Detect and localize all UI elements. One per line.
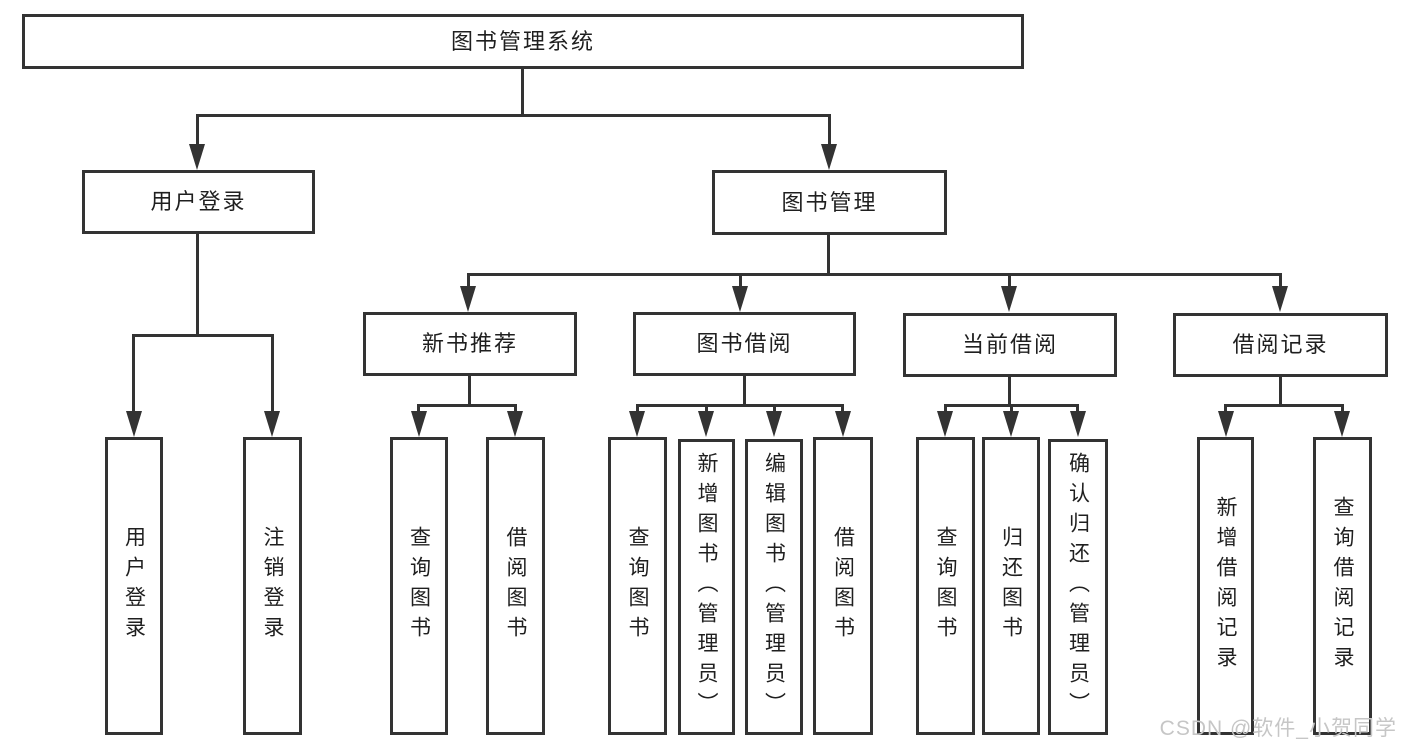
connector-line [1279, 377, 1282, 407]
connector-line [417, 404, 517, 407]
node-current-borrow-label: 当前借阅 [961, 332, 1058, 357]
leaf-current-confirm-return-admin: 确认归还（管理员） [1048, 439, 1108, 735]
leaf-recommend-borrow-books: 借阅图书 [486, 437, 545, 735]
connector-line [1010, 404, 1013, 415]
arrow-down-icon [937, 411, 953, 437]
leaf-current-return-books-label: 归还图书 [999, 526, 1023, 646]
leaf-borrow-add-books-admin: 新增图书（管理员） [678, 439, 735, 735]
node-user-login: 用户登录 [82, 170, 315, 234]
connector-line [827, 235, 830, 276]
leaf-borrow-query-books: 查询图书 [608, 437, 667, 735]
connector-line [1224, 404, 1227, 415]
arrow-down-icon [411, 411, 427, 437]
connector-line [196, 234, 199, 337]
leaf-logout: 注销登录 [243, 437, 302, 735]
arrow-down-icon [1272, 286, 1288, 312]
arrow-down-icon [126, 411, 142, 437]
leaf-records-query-record: 查询借阅记录 [1313, 437, 1372, 735]
arrow-down-icon [460, 286, 476, 312]
leaf-borrow-edit-books-admin: 编辑图书（管理员） [745, 439, 803, 735]
arrow-down-icon [1003, 411, 1019, 437]
leaf-records-query-record-label: 查询借阅记录 [1331, 496, 1354, 676]
leaf-borrow-query-books-label: 查询图书 [626, 526, 649, 646]
node-root-label: 图书管理系统 [450, 28, 595, 54]
node-book-management: 图书管理 [712, 170, 947, 235]
connector-line [271, 334, 274, 415]
connector-line [132, 334, 135, 415]
connector-line [197, 114, 831, 117]
leaf-current-return-books: 归还图书 [982, 437, 1040, 735]
connector-line [1341, 404, 1344, 415]
connector-line [417, 404, 420, 415]
arrow-down-icon [507, 411, 523, 437]
node-user-login-label: 用户登录 [150, 189, 247, 214]
leaf-borrow-add-books-admin-label: 新增图书（管理员） [695, 452, 718, 722]
leaf-records-add-record: 新增借阅记录 [1197, 437, 1254, 735]
leaf-user-login-label: 用户登录 [122, 526, 146, 646]
arrow-down-icon [1070, 411, 1086, 437]
leaf-recommend-query-books: 查询图书 [390, 437, 448, 735]
arrow-down-icon [1334, 411, 1350, 437]
leaf-borrow-borrow-books-label: 借阅图书 [831, 526, 855, 646]
arrow-down-icon [698, 411, 714, 437]
leaf-current-confirm-return-admin-label: 确认归还（管理员） [1066, 452, 1090, 722]
node-new-book-recommend: 新书推荐 [363, 312, 577, 376]
connector-line [743, 376, 746, 407]
connector-line [468, 376, 471, 407]
arrow-down-icon [629, 411, 645, 437]
leaf-user-login: 用户登录 [105, 437, 163, 735]
connector-line [1279, 273, 1282, 290]
arrow-down-icon [1218, 411, 1234, 437]
arrow-down-icon [732, 286, 748, 312]
leaf-recommend-borrow-books-label: 借阅图书 [504, 526, 527, 646]
arrow-down-icon [821, 144, 837, 170]
arrow-down-icon [1001, 286, 1017, 312]
arrow-down-icon [264, 411, 280, 437]
csdn-watermark: CSDN @软件_小贺同学 [1159, 717, 1397, 740]
connector-line [521, 69, 524, 116]
node-borrow-records-label: 借阅记录 [1232, 332, 1329, 357]
node-borrow-records: 借阅记录 [1173, 313, 1388, 377]
node-book-borrow-label: 图书借阅 [696, 331, 793, 356]
connector-line [196, 114, 199, 148]
arrow-down-icon [766, 411, 782, 437]
node-new-book-recommend-label: 新书推荐 [421, 331, 518, 356]
connector-line [636, 404, 639, 415]
node-root: 图书管理系统 [22, 14, 1024, 69]
leaf-records-add-record-label: 新增借阅记录 [1214, 496, 1237, 676]
node-book-borrow: 图书借阅 [633, 312, 856, 376]
connector-line [944, 404, 947, 415]
connector-line [514, 404, 517, 415]
node-book-management-label: 图书管理 [781, 189, 878, 215]
connector-line [636, 404, 844, 407]
connector-line [773, 404, 776, 415]
arrow-down-icon [189, 144, 205, 170]
connector-line [1076, 404, 1079, 415]
connector-line [705, 404, 708, 415]
leaf-borrow-borrow-books: 借阅图书 [813, 437, 873, 735]
connector-line [467, 273, 470, 290]
connector-line [1224, 404, 1344, 407]
connector-line [841, 404, 844, 415]
connector-line [468, 273, 1282, 276]
connector-line [739, 273, 742, 290]
connector-line [133, 334, 274, 337]
leaf-current-query-books-label: 查询图书 [934, 526, 957, 646]
leaf-logout-label: 注销登录 [261, 526, 284, 646]
connector-line [828, 114, 831, 148]
node-current-borrow: 当前借阅 [903, 313, 1117, 377]
connector-line [1008, 273, 1011, 290]
arrow-down-icon [835, 411, 851, 437]
connector-line [1008, 377, 1011, 407]
leaf-borrow-edit-books-admin-label: 编辑图书（管理员） [762, 452, 786, 722]
leaf-current-query-books: 查询图书 [916, 437, 975, 735]
leaf-recommend-query-books-label: 查询图书 [407, 526, 431, 646]
